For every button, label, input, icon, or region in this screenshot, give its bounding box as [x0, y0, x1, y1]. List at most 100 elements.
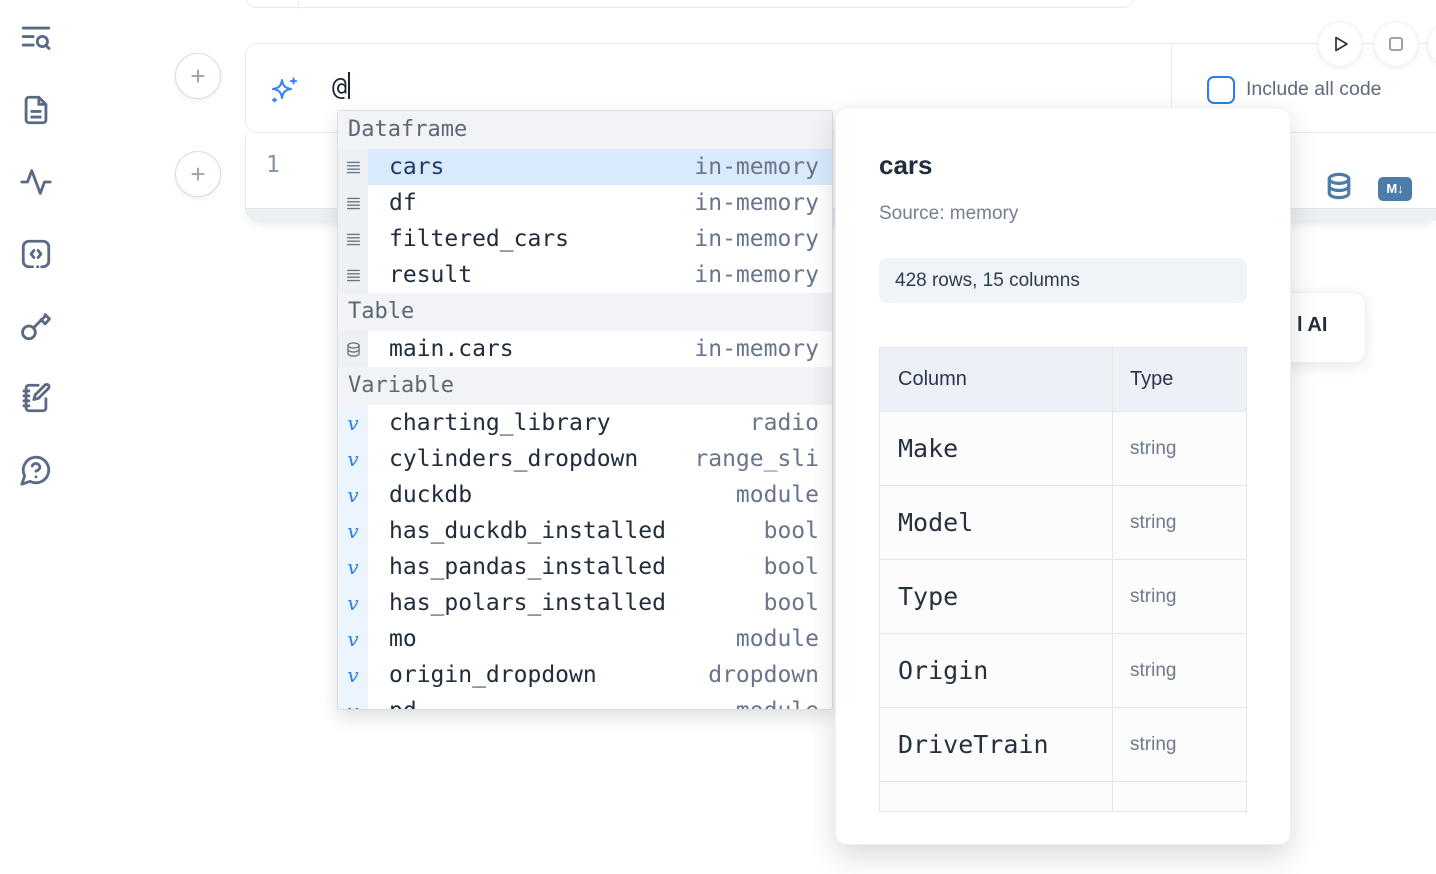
autocomplete-item-type: module: [735, 626, 819, 652]
autocomplete-item[interactable]: v cylinders_dropdown range_sli: [338, 441, 832, 477]
autocomplete-section-header: Dataframe: [338, 111, 832, 149]
autocomplete-item-type: range_sli: [694, 446, 819, 472]
autocomplete-item-gutter: v: [338, 657, 368, 693]
variable-icon: v: [347, 627, 359, 651]
autocomplete-item-gutter: v: [338, 549, 368, 585]
schema-table-row: Model string: [880, 486, 1246, 560]
notebook-pen-icon[interactable]: [19, 381, 53, 415]
autocomplete-item-name: duckdb: [389, 482, 473, 508]
autocomplete-item-main: main.cars in-memory: [368, 331, 832, 367]
autocomplete-item-name: has_polars_installed: [389, 590, 666, 616]
sparkles-icon: [271, 77, 298, 103]
autocomplete-item-gutter: v: [338, 405, 368, 441]
autocomplete-item-type: dropdown: [708, 662, 819, 688]
autocomplete-item-type: bool: [763, 554, 819, 580]
autocomplete-item-type: in-memory: [694, 262, 819, 288]
autocomplete-item-name: pd: [389, 698, 417, 709]
code-snippets-icon[interactable]: [19, 237, 53, 271]
schema-header-type: Type: [1130, 368, 1174, 390]
autocomplete-item-name: result: [389, 262, 473, 288]
schema-column-type: string: [1130, 659, 1177, 681]
database-icon: [346, 341, 360, 357]
stop-button[interactable]: [1374, 22, 1418, 66]
schema-table-row-partial: [880, 782, 1246, 811]
autocomplete-item-type: module: [736, 698, 819, 709]
schema-column-type: string: [1130, 733, 1177, 755]
autocomplete-section-header: Variable: [338, 367, 832, 405]
autocomplete-item-gutter: [338, 331, 368, 367]
include-all-code-label[interactable]: Include all code: [1246, 78, 1382, 100]
schema-column-name: [880, 782, 1113, 811]
autocomplete-item-main: has_duckdb_installed bool: [368, 513, 832, 549]
autocomplete-item-type: bool: [763, 518, 819, 544]
autocomplete-item-type: module: [735, 482, 819, 508]
dataframe-preview-panel: cars Source: memory 428 rows, 15 columns…: [835, 107, 1291, 845]
previous-cell-edge: [245, 0, 1135, 9]
rows-icon: [346, 233, 360, 245]
cell-gutter-divider: [298, 1, 299, 9]
autocomplete-item-name: filtered_cars: [389, 226, 570, 252]
stop-icon: [1389, 37, 1403, 51]
autocomplete-item-name: main.cars: [389, 336, 514, 362]
autocomplete-section-header: Table: [338, 293, 832, 331]
ai-action-label: l AI: [1297, 314, 1328, 336]
datasource-icon[interactable]: [1324, 171, 1354, 206]
ai-action-button[interactable]: l AI: [1262, 292, 1366, 363]
preview-source: Source: memory: [879, 203, 1019, 224]
schema-column-name: DriveTrain: [880, 708, 1113, 781]
autocomplete-item-gutter: [338, 185, 368, 221]
autocomplete-item-gutter: v: [338, 477, 368, 513]
schema-column-name: Origin: [880, 634, 1113, 707]
ai-prompt-input[interactable]: @: [332, 72, 1232, 110]
autocomplete-item[interactable]: result in-memory: [338, 257, 832, 293]
schema-table-row: DriveTrain string: [880, 708, 1246, 782]
schema-header-column: Column: [880, 348, 1113, 411]
variable-icon: v: [347, 447, 359, 471]
autocomplete-item-type: in-memory: [694, 336, 819, 362]
ai-cell-divider: [1171, 44, 1172, 132]
markdown-icon[interactable]: M↓: [1378, 176, 1412, 201]
add-cell-button-bottom[interactable]: [175, 151, 221, 197]
key-icon[interactable]: [19, 309, 53, 343]
file-text-icon[interactable]: [19, 93, 53, 127]
text-caret: [348, 72, 351, 99]
autocomplete-item-name: cylinders_dropdown: [389, 446, 639, 472]
add-cell-button-top[interactable]: [175, 53, 221, 99]
include-all-code-checkbox[interactable]: [1207, 76, 1235, 104]
run-button[interactable]: [1318, 22, 1362, 66]
autocomplete-item[interactable]: main.cars in-memory: [338, 331, 832, 367]
autocomplete-item[interactable]: v pd module: [338, 693, 832, 709]
activity-icon[interactable]: [19, 165, 53, 199]
autocomplete-item-name: has_duckdb_installed: [389, 518, 666, 544]
more-actions-button[interactable]: [1428, 22, 1436, 66]
autocomplete-item-main: duckdb module: [368, 477, 832, 513]
schema-column-name: Model: [880, 486, 1113, 559]
autocomplete-item-type: bool: [763, 590, 819, 616]
autocomplete-item-name: charting_library: [389, 410, 611, 436]
help-chat-icon[interactable]: [19, 453, 53, 487]
schema-column-type: string: [1130, 511, 1177, 533]
autocomplete-item-name: df: [389, 190, 417, 216]
autocomplete-item-gutter: v: [338, 441, 368, 477]
ai-prompt-text: @: [332, 72, 348, 101]
text-search-icon[interactable]: [19, 21, 53, 55]
variable-icon: v: [347, 699, 358, 709]
